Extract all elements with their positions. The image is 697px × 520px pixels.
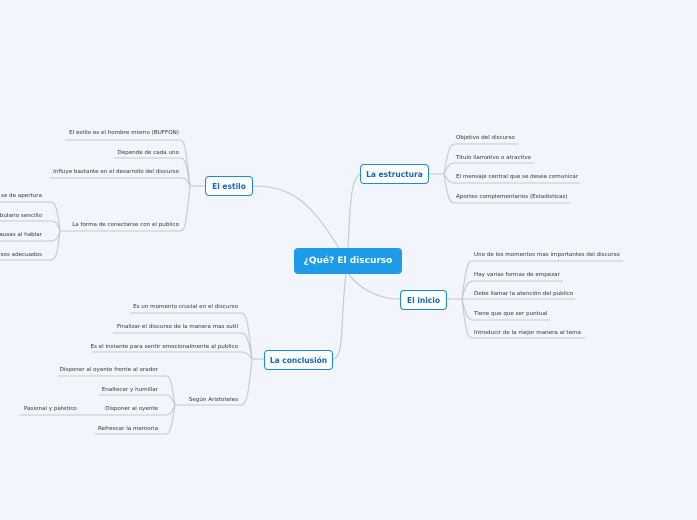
leaf-node[interactable]: Depende de cada uno (117, 150, 179, 156)
leaf-node[interactable]: ausas al hablar (0, 232, 42, 238)
leaf-node[interactable]: Titulo llamativo o atractivo (456, 155, 532, 161)
leaf-node[interactable]: Uno de los momentos mas importantes del … (474, 252, 620, 258)
leaf-node[interactable]: Según Aristoteles (188, 397, 238, 403)
leaf-node[interactable]: Finalizar el discurso de la manera mas s… (117, 324, 238, 330)
root-node[interactable]: ¿Qué? El discurso (294, 248, 402, 274)
leaf-node[interactable]: Aportes complementarios (Estadisticas) (456, 194, 568, 200)
leaf-node[interactable]: Pasional y patetico (24, 406, 77, 412)
branch-label: La conclusión (269, 355, 328, 365)
leaf-node[interactable]: Enaltecer y humillar (101, 387, 158, 393)
leaf-node[interactable]: Disponer al oyente frente al orador (59, 367, 158, 373)
leaf-node[interactable]: rsos adecuados (0, 252, 42, 258)
leaf-node[interactable]: La forma de conectarse con el publico (72, 222, 179, 228)
leaf-node[interactable]: Disponer al oyente (105, 406, 158, 412)
branch-label: La estructura (366, 169, 423, 179)
leaf-node[interactable]: El mensaje central que se desea comunica… (456, 174, 579, 180)
leaf-node[interactable]: Hay varias formas de empezar (474, 272, 560, 278)
leaf-node[interactable]: Introducir de la mejor manera al tema (474, 330, 581, 336)
leaf-node[interactable]: bulario sencillo (0, 213, 42, 219)
leaf-node[interactable]: Objetivo del discurso (456, 135, 515, 141)
branch-la-estructura[interactable]: La estructura (360, 164, 429, 184)
branch-el-inicio[interactable]: El inicio (400, 290, 447, 310)
branch-la-conclusion[interactable]: La conclusión (264, 350, 333, 370)
leaf-node[interactable]: Tiene que que ser puntual (474, 311, 548, 317)
leaf-node[interactable]: Es el instante para sentir emocionalment… (90, 344, 238, 350)
root-label: ¿Qué? El discurso (303, 256, 393, 266)
leaf-node[interactable]: Es un momento crucial en el discurso (133, 304, 238, 310)
branch-label: El estilo (212, 181, 246, 191)
leaf-node[interactable]: se de apertura (0, 193, 42, 199)
leaf-node[interactable]: Debe llamar la atención del publico (474, 291, 574, 297)
branch-label: El inicio (407, 295, 440, 305)
leaf-node[interactable]: Refrescar la memoria (98, 426, 158, 432)
branch-el-estilo[interactable]: El estilo (205, 176, 253, 196)
leaf-node[interactable]: El estilo es el hombre mismo (BUFFON) (69, 130, 179, 136)
leaf-node[interactable]: Influye bastante en el desarrollo del di… (53, 169, 179, 175)
